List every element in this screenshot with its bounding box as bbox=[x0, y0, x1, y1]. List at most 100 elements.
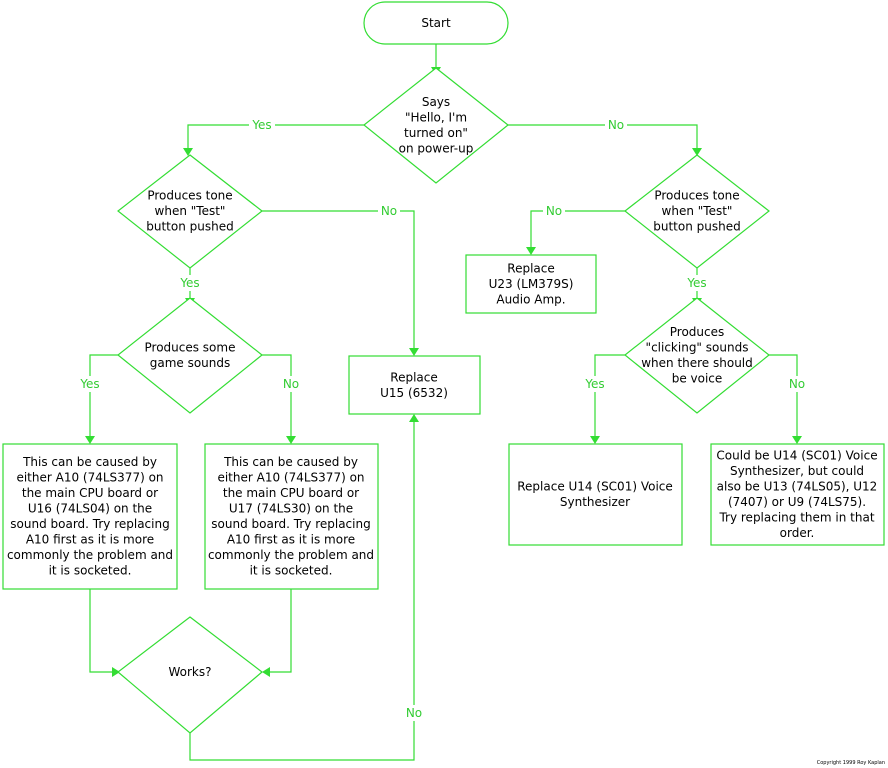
edge-clicking-yes bbox=[594, 354, 625, 438]
action-box bbox=[508, 443, 683, 546]
note-box bbox=[2, 443, 178, 590]
label-backing bbox=[403, 705, 425, 721]
edge-label-tone-left-yes: Yes bbox=[179, 276, 199, 290]
node-text-line: A10 first as it is more bbox=[26, 532, 154, 546]
edge-label-clicking-no: No bbox=[789, 377, 805, 391]
action-box bbox=[465, 254, 597, 314]
node-text-line: Says bbox=[422, 95, 450, 109]
label-backing bbox=[543, 203, 565, 219]
node-text-line: Produces bbox=[670, 325, 725, 339]
node-text-line: be voice bbox=[672, 371, 723, 385]
node-text-line: when "Test" bbox=[662, 204, 733, 218]
node-text-line: it is socketed. bbox=[49, 563, 132, 577]
edge-hello-yes bbox=[187, 124, 364, 150]
node-text-line: Replace U14 (SC01) Voice bbox=[517, 479, 673, 493]
arrowhead bbox=[183, 148, 193, 156]
node-text-line: "Hello, I'm bbox=[405, 110, 467, 124]
edge-label-tone-right-yes: Yes bbox=[686, 276, 706, 290]
decision-diamond bbox=[117, 297, 263, 414]
edge-label-hello-no: No bbox=[608, 118, 624, 132]
label-backing bbox=[280, 376, 302, 392]
decision-works-text: Works? bbox=[168, 665, 211, 679]
node-text-line: the main CPU board or bbox=[223, 486, 359, 500]
decision-works: Works? bbox=[117, 616, 263, 734]
node-text-line: U15 (6532) bbox=[380, 386, 448, 400]
node-text-line: game sounds bbox=[150, 356, 231, 370]
decision-diamond bbox=[363, 67, 509, 184]
edge-label-game-no: No bbox=[283, 377, 299, 391]
arrowhead bbox=[262, 667, 270, 677]
edge-label-works-no: No bbox=[406, 706, 422, 720]
node-text-line: it is socketed. bbox=[250, 563, 333, 577]
decision-clicking: Produces"clicking" sounds when there shou… bbox=[624, 297, 770, 414]
node-text-line: U17 (74LS30) on the bbox=[229, 501, 353, 515]
node-text-line: Start bbox=[421, 16, 451, 30]
node-text-line: U23 (LM379S) bbox=[489, 277, 574, 291]
edge-game-no bbox=[262, 354, 292, 438]
node-text-line: Audio Amp. bbox=[496, 293, 565, 307]
decision-diamond bbox=[117, 616, 263, 734]
node-text-line: sound board. Try replacing bbox=[10, 517, 169, 531]
node-text-line: "clicking" sounds bbox=[646, 340, 749, 354]
node-text-line: commonly the problem and bbox=[208, 548, 374, 562]
copyright-text: Copyright 1999 Roy Kaplan bbox=[817, 760, 885, 766]
decision-game-sounds-text: Produces some game sounds bbox=[145, 340, 236, 370]
edge-clicking-no bbox=[769, 354, 798, 438]
node-text-line: Replace bbox=[507, 262, 554, 276]
node-text-line: commonly the problem and bbox=[7, 548, 173, 562]
label-backing bbox=[378, 203, 400, 219]
node-text-line: when there should bbox=[641, 356, 753, 370]
node-text-line: Produces tone bbox=[147, 189, 232, 203]
edge-works-no bbox=[189, 420, 415, 761]
label-backing bbox=[77, 376, 103, 392]
arrowhead bbox=[526, 247, 536, 255]
edge-label-clicking-yes: Yes bbox=[584, 377, 604, 391]
node-text-line: Synthesizer bbox=[560, 495, 630, 509]
arrowhead bbox=[409, 348, 419, 356]
decision-diamond bbox=[624, 154, 770, 269]
edge-tone-left-no bbox=[262, 210, 415, 350]
arrowhead bbox=[792, 436, 802, 444]
node-text-line: order. bbox=[780, 526, 815, 540]
node-text-line: also be U13 (74LS05), U12 bbox=[717, 479, 878, 493]
edge-label-game-yes: Yes bbox=[79, 377, 99, 391]
edge-tone-right-no bbox=[530, 210, 625, 248]
arrowhead bbox=[85, 436, 95, 444]
node-text-line: either A10 (74LS377) on bbox=[217, 470, 364, 484]
node-text-line: U16 (74LS04) on the bbox=[28, 501, 152, 515]
arrowhead bbox=[692, 148, 702, 156]
node-text-line: Produces tone bbox=[654, 189, 739, 203]
node-text-line: Synthesizer, but could bbox=[730, 464, 864, 478]
start-terminal bbox=[363, 1, 509, 45]
node-text-line: Produces some bbox=[145, 340, 236, 354]
label-backing bbox=[684, 275, 710, 291]
node-text-line: Replace bbox=[390, 370, 437, 384]
start-node: Start bbox=[363, 1, 509, 45]
connectors bbox=[89, 44, 798, 761]
node-text-line: This can be caused by bbox=[223, 455, 358, 469]
label-backing bbox=[605, 117, 627, 133]
arrowhead bbox=[590, 436, 600, 444]
node-text-line: turned on" bbox=[404, 126, 468, 140]
edge-label-hello-yes: Yes bbox=[251, 118, 271, 132]
node-text-line: Could be U14 (SC01) Voice bbox=[716, 448, 877, 462]
edge-hello-no bbox=[508, 124, 698, 150]
node-text-line: A10 first as it is more bbox=[227, 532, 355, 546]
